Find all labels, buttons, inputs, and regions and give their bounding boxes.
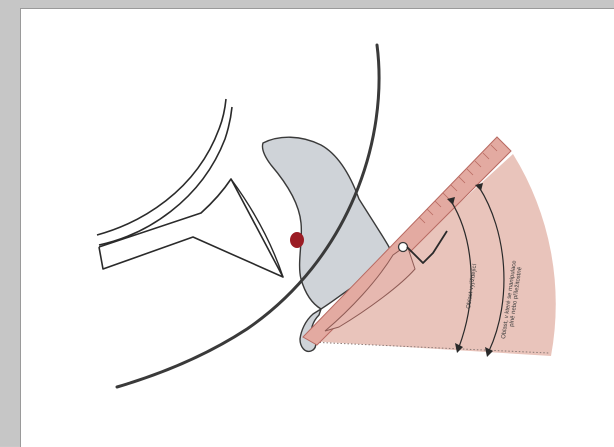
red-marker (290, 232, 304, 248)
diagram-svg: Oblast vyjíždějící Oblast, v které se ma… (21, 9, 614, 447)
diagram-canvas: Oblast vyjíždějící Oblast, v které se ma… (20, 8, 614, 447)
pivot-knob (399, 243, 408, 252)
